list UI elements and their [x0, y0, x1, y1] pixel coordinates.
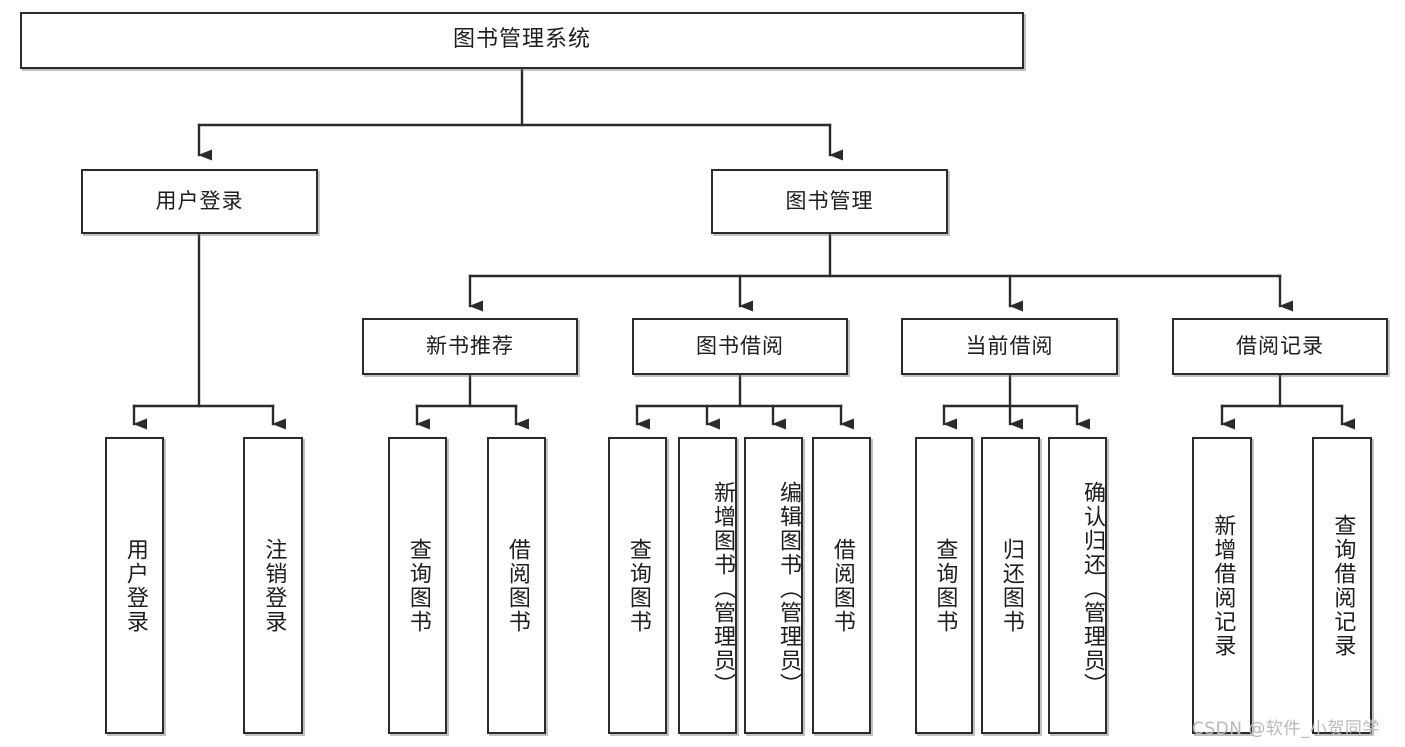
- leaf-confirm-return-admin[interactable]: 确认归还（管理员）: [1048, 437, 1107, 734]
- node-book-borrow[interactable]: 图书借阅: [632, 318, 848, 375]
- csdn-watermark: CSDN @软件_小贺同学: [1192, 719, 1380, 739]
- leaf-logout-login[interactable]: 注销登录: [243, 437, 303, 734]
- leaf-add-book-admin[interactable]: 新增图书（管理员）: [678, 437, 737, 734]
- leaf-query-book-borrow[interactable]: 查询图书: [608, 437, 667, 734]
- leaf-edit-book-admin[interactable]: 编辑图书（管理员）: [744, 437, 803, 734]
- leaf-return-book[interactable]: 归还图书: [981, 437, 1040, 734]
- leaf-user-login[interactable]: 用户登录: [105, 437, 164, 734]
- node-new-book-recommend[interactable]: 新书推荐: [362, 318, 578, 375]
- leaf-query-book-recommend[interactable]: 查询图书: [388, 437, 447, 734]
- node-current-borrow[interactable]: 当前借阅: [901, 318, 1118, 375]
- leaf-add-borrow-record[interactable]: 新增借阅记录: [1192, 437, 1252, 734]
- node-user-login[interactable]: 用户登录: [81, 169, 318, 234]
- leaf-borrow-book[interactable]: 借阅图书: [812, 437, 871, 734]
- node-book-management[interactable]: 图书管理: [711, 169, 948, 234]
- node-root-system[interactable]: 图书管理系统: [20, 12, 1024, 69]
- leaf-query-borrow-record[interactable]: 查询借阅记录: [1312, 437, 1372, 734]
- node-borrow-record[interactable]: 借阅记录: [1172, 318, 1388, 375]
- leaf-borrow-book-recommend[interactable]: 借阅图书: [487, 437, 546, 734]
- leaf-query-book-current[interactable]: 查询图书: [915, 437, 973, 734]
